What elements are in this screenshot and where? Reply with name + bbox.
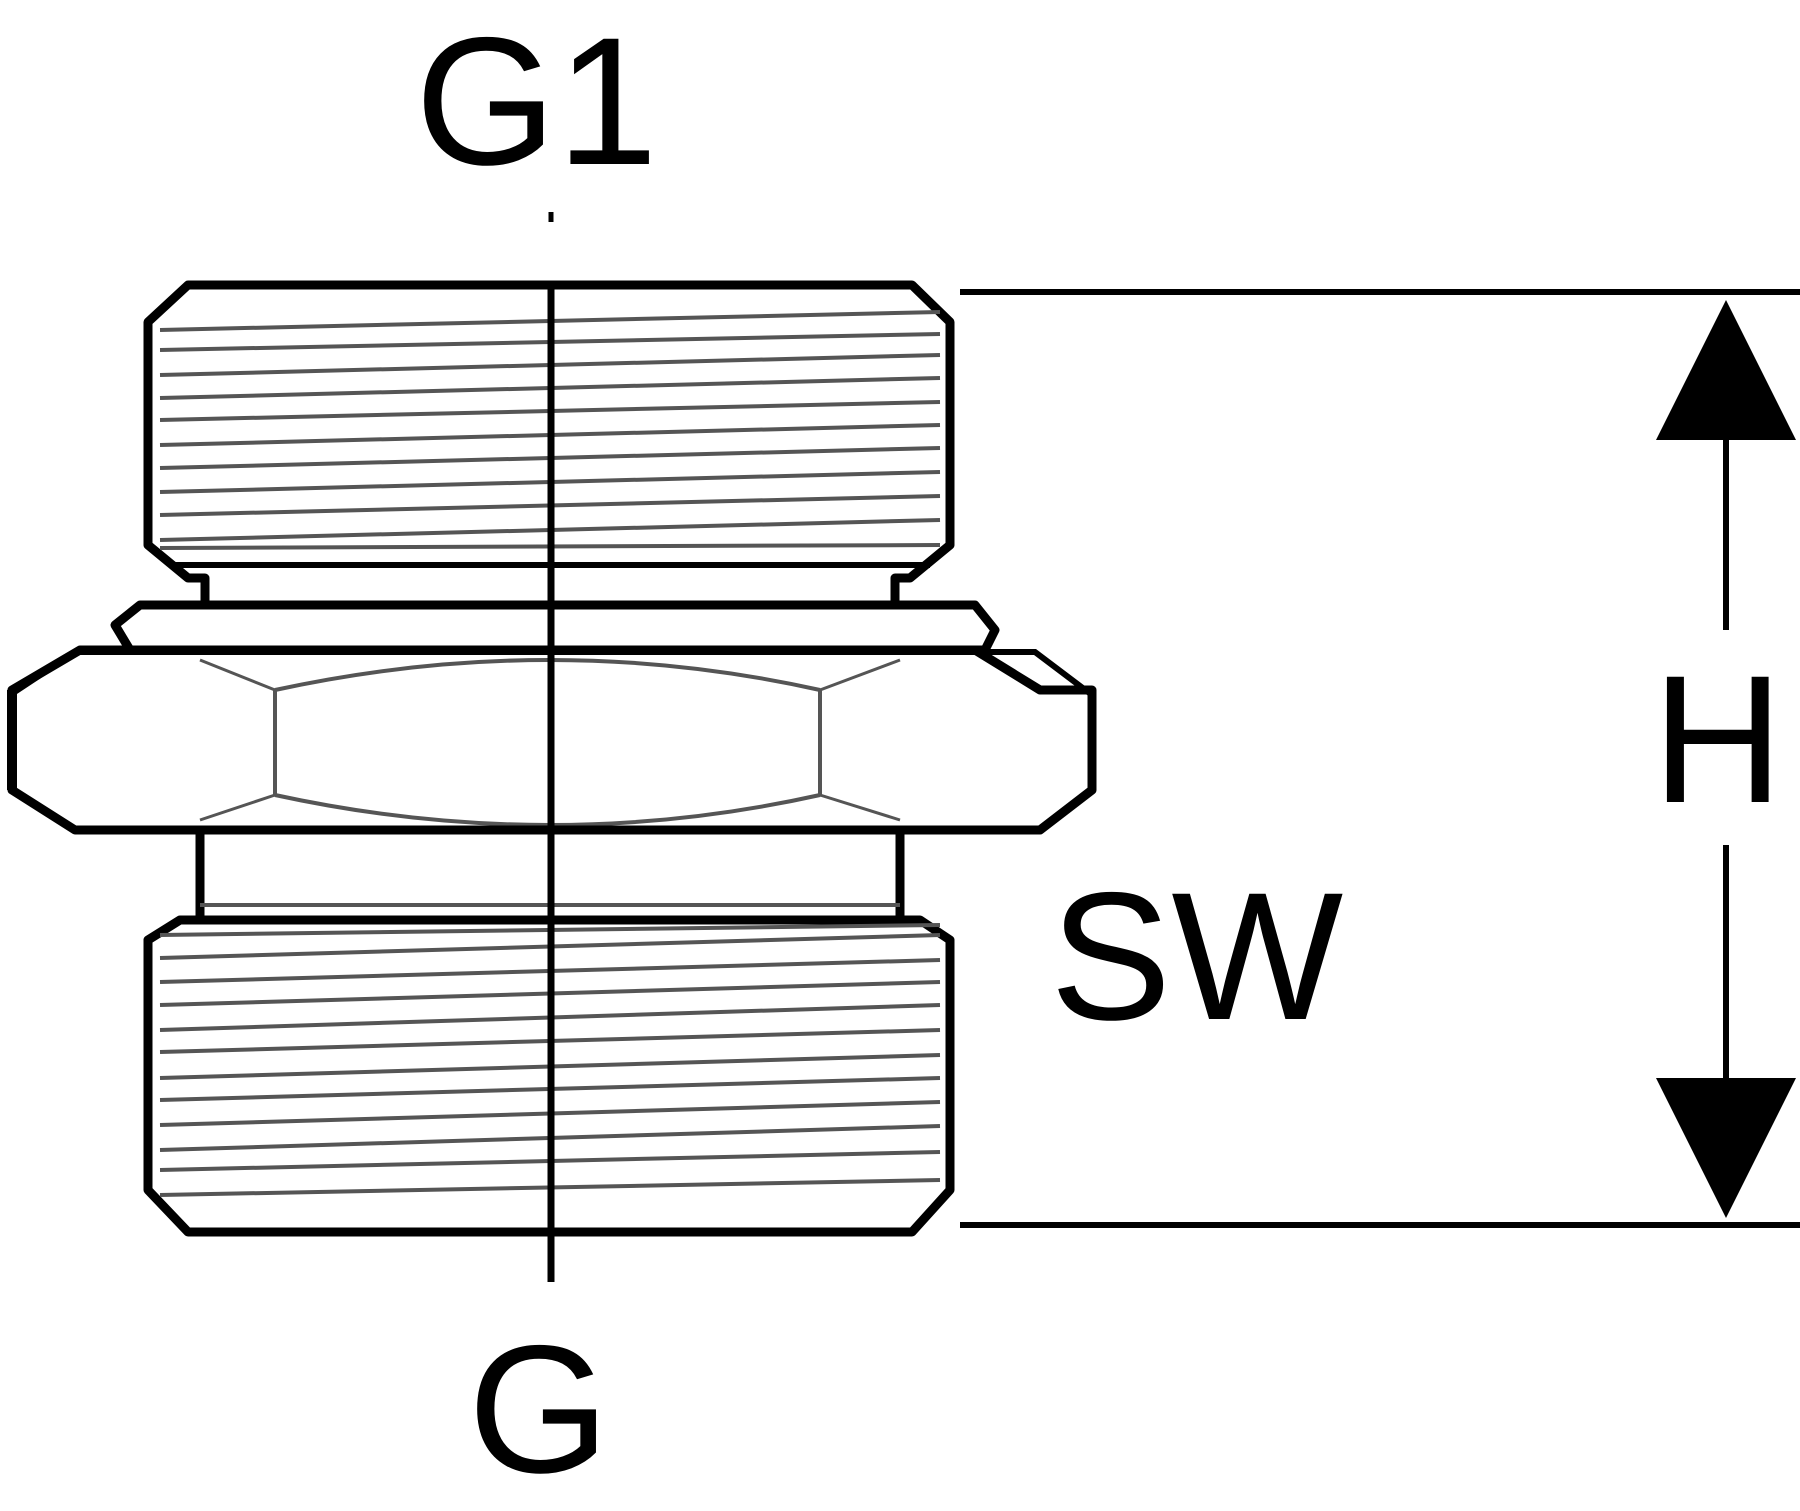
arrow-up-icon xyxy=(1656,300,1796,440)
dimension-h xyxy=(960,289,1800,1228)
height-label: H xyxy=(1652,637,1784,841)
top-thread-label: G1 xyxy=(415,0,658,203)
bottom-thread-label: G xyxy=(468,1307,610,1511)
arrow-down-icon xyxy=(1656,1078,1796,1218)
wrench-size-label: SW xyxy=(1050,854,1344,1058)
collar xyxy=(110,600,1000,655)
